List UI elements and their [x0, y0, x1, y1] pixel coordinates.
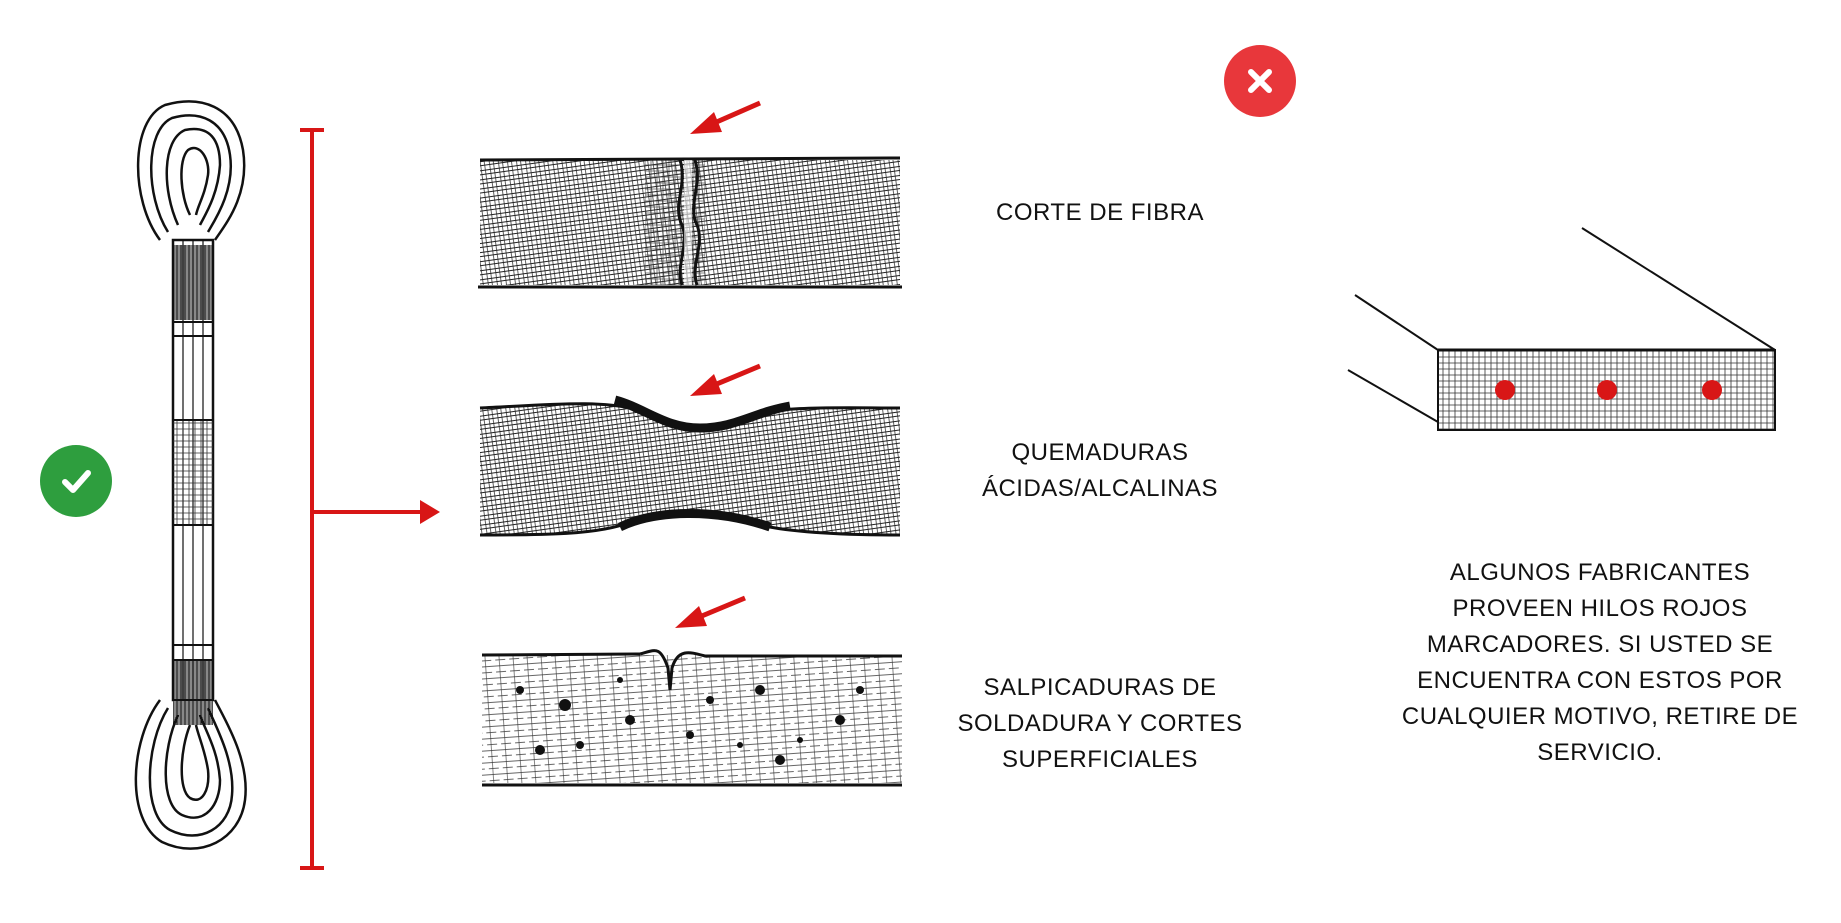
- sling-tag-bottom: [173, 660, 213, 725]
- weld-spatter-drawing: [481, 649, 902, 787]
- sling-label-patch: [173, 420, 213, 525]
- bad-badge: [1224, 45, 1296, 117]
- marker-webbing-drawing: [1347, 227, 1776, 431]
- ok-badge: [40, 445, 112, 517]
- close-icon: [1248, 69, 1272, 93]
- acid-burn-drawing: [479, 395, 901, 537]
- arrow-acid-burn: [690, 363, 761, 396]
- red-thread-note: ALGUNOS FABRICANTES PROVEEN HILOS ROJOS …: [1401, 559, 1799, 766]
- red-bracket: [300, 128, 440, 870]
- fiber-cut-drawing: [478, 156, 902, 289]
- damage-label-acid-burn: QUEMADURAS ÁCIDAS/ALCALINAS: [981, 439, 1219, 502]
- damage-label-weld-spatter: SALPICADURAS DE SOLDADURA Y CORTES SUPER…: [957, 674, 1243, 773]
- sling-tag-top: [173, 245, 213, 320]
- red-marker-threads: [1495, 380, 1722, 400]
- damage-label-fiber-cut: CORTE DE FIBRA: [996, 199, 1204, 226]
- check-icon: [62, 470, 91, 493]
- arrow-weld-spatter: [675, 595, 746, 628]
- arrow-fiber-cut: [690, 100, 762, 134]
